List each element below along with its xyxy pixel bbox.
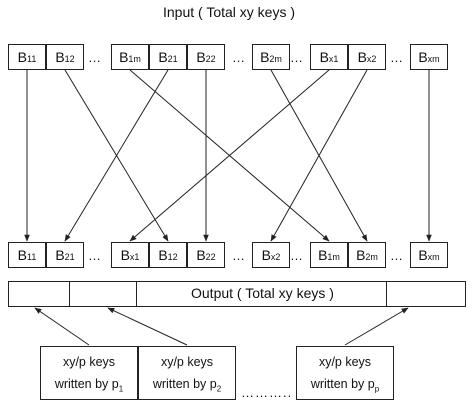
- writer-by-text: written by p: [152, 377, 217, 391]
- writer-box-3: xy/p keys written by pp: [296, 346, 394, 400]
- input-block-b1m-base: B: [119, 49, 129, 65]
- output-block-b21-sub: 21: [64, 252, 75, 262]
- input-block-bx1-base: B: [319, 49, 329, 65]
- arrow-x2: [270, 69, 368, 242]
- output-block-b1m-sub: 1m: [327, 252, 340, 262]
- output-block-bx1-sub: x1: [129, 252, 140, 262]
- writer-arrow-1: [34, 307, 90, 346]
- output-ellipsis-4: …: [390, 248, 404, 263]
- writer-process-label: written by pp: [297, 377, 393, 394]
- writer-box-2: xy/p keys written by p2: [138, 346, 236, 400]
- output-bar: Output ( Total xy keys ): [8, 281, 466, 307]
- input-block-bx1-sub: x1: [328, 54, 339, 64]
- input-block-b2m-sub: 2m: [269, 54, 282, 64]
- output-block-b22-base: B: [196, 247, 206, 263]
- writers-ellipsis: ………..: [241, 385, 293, 400]
- output-block-b1m-base: B: [318, 247, 328, 263]
- writer-arrow-2: [107, 307, 188, 346]
- output-block-b11-sub: 11: [27, 252, 37, 262]
- writer-process-sub: p: [374, 384, 380, 394]
- input-block-bx2-base: B: [357, 49, 367, 65]
- output-block-b22-sub: 22: [205, 252, 216, 262]
- output-label: Output ( Total xy keys ): [191, 285, 334, 301]
- writer-by-text: written by p: [310, 377, 375, 391]
- input-block-b11-base: B: [17, 49, 27, 65]
- input-block-b22-base: B: [196, 49, 206, 65]
- input-block-bxm-base: B: [418, 49, 428, 65]
- output-block-b21-base: B: [55, 247, 65, 263]
- input-title: Input ( Total xy keys ): [163, 4, 296, 20]
- writer-keys-label: xy/p keys: [160, 355, 214, 369]
- input-block-b21-sub: 21: [167, 54, 178, 64]
- input-block-bx2-sub: x2: [366, 54, 377, 64]
- output-block-b2m-sub: 2m: [365, 252, 378, 262]
- output-ellipsis-1: …: [88, 248, 102, 263]
- output-block-bx2-base: B: [261, 247, 271, 263]
- output-block-bxm-base: B: [418, 247, 428, 263]
- output-block-bxm-sub: xm: [427, 252, 440, 262]
- input-block-b21-base: B: [158, 49, 168, 65]
- output-block-bx2-sub: x2: [270, 252, 281, 262]
- input-block-b11-sub: 11: [27, 54, 37, 64]
- output-ellipsis-2: …: [232, 248, 246, 263]
- arrow-x1: [129, 69, 330, 242]
- output-block-b11-base: B: [17, 247, 27, 263]
- input-block-b22-sub: 22: [205, 54, 216, 64]
- arrow-21: [64, 69, 169, 242]
- writer-process-label: written by p2: [139, 377, 235, 394]
- output-ellipsis-3: …: [290, 248, 304, 263]
- writer-process-label: written by p1: [41, 377, 137, 394]
- writer-keys-label: xy/p keys: [62, 355, 116, 369]
- input-ellipsis-2: …: [232, 50, 246, 65]
- output-block-b2m-base: B: [356, 247, 366, 263]
- writer-by-text: written by p: [54, 377, 119, 391]
- output-block-b12-base: B: [158, 247, 168, 263]
- output-block-b12-sub: 12: [167, 252, 178, 262]
- output-block-bx1-base: B: [120, 247, 130, 263]
- input-block-b12-base: B: [55, 49, 65, 65]
- input-block-b1m-sub: 1m: [128, 54, 141, 64]
- writer-box-1: xy/p keys written by p1: [40, 346, 138, 400]
- input-ellipsis-3: …: [290, 50, 304, 65]
- writer-process-sub: 1: [118, 384, 124, 394]
- writer-keys-label: xy/p keys: [318, 355, 372, 369]
- input-block-b12-sub: 12: [64, 54, 75, 64]
- input-ellipsis-4: …: [390, 50, 404, 65]
- input-ellipsis-1: …: [88, 50, 102, 65]
- writer-arrow-3: [344, 307, 409, 346]
- input-block-b2m-base: B: [260, 49, 270, 65]
- writer-process-sub: 2: [216, 384, 222, 394]
- input-block-bxm-sub: xm: [427, 54, 440, 64]
